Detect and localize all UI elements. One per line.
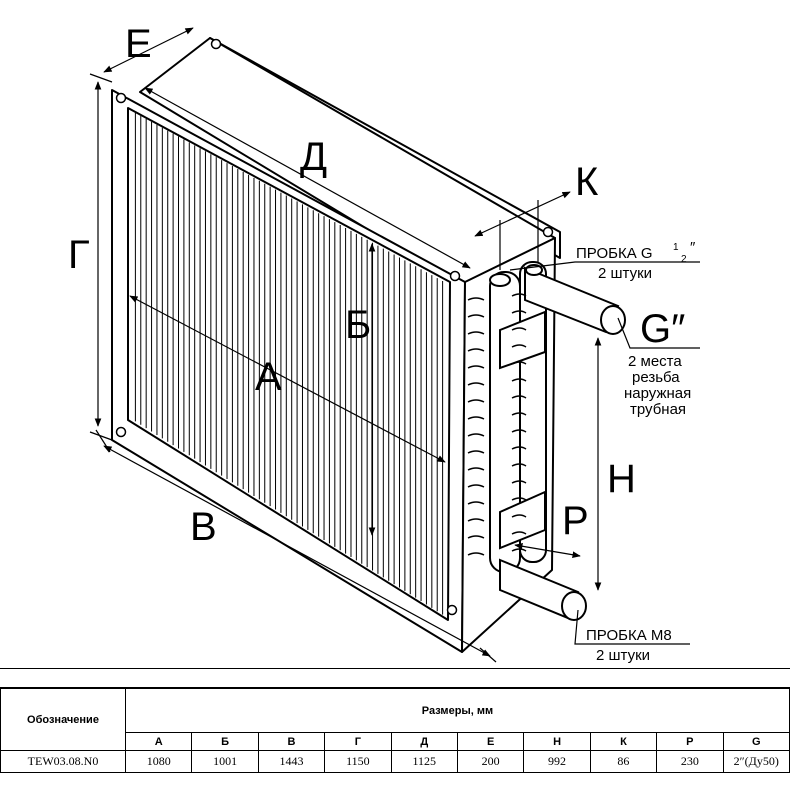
label-h: Н — [607, 457, 636, 501]
sizes-header: Размеры, мм — [125, 688, 790, 733]
label-b-fin: Б — [345, 303, 371, 347]
value-cell: 2″(Ду50) — [722, 750, 790, 773]
leader-thread — [617, 317, 700, 349]
flange-hole-icon — [210, 38, 222, 50]
label-a: А — [255, 355, 282, 399]
leader-plug-top — [509, 261, 700, 271]
column-header: Е — [456, 732, 525, 751]
dim-line-p — [514, 542, 581, 559]
label-k: К — [575, 160, 599, 204]
value-cell: 1080 — [124, 750, 193, 773]
label-g-vertical: Г — [68, 233, 90, 277]
note-plug-top-2: 2 штуки — [598, 265, 652, 282]
column-header: Д — [390, 732, 458, 751]
value-cell: 1125 — [390, 750, 458, 773]
column-header: Н — [523, 732, 591, 751]
column-header: К — [589, 732, 658, 751]
outlet-thread-icon — [561, 591, 587, 621]
note-thread-4: трубная — [630, 401, 686, 418]
designation-cell: TEW03.08.N0 — [0, 750, 126, 773]
designation-header: Обозначение — [0, 688, 126, 751]
bracket — [499, 310, 546, 370]
note-plug-bottom-2: 2 штуки — [596, 647, 650, 664]
flange-hole-icon — [542, 226, 554, 238]
dim-line-d — [144, 87, 471, 269]
dim-line-a — [129, 295, 446, 463]
flange-hole-icon — [446, 604, 458, 616]
value-cell: 1150 — [324, 750, 392, 773]
label-d: Д — [300, 135, 327, 179]
note-plug-top-1: ПРОБКА G — [576, 245, 653, 262]
label-e: Е — [125, 22, 152, 66]
inlet-thread-icon — [600, 305, 626, 335]
flange-hole-icon — [449, 270, 461, 282]
label-g-thread: G″ — [640, 307, 685, 351]
column-header: G — [722, 732, 790, 751]
note-plug-top-mark: ″ — [690, 239, 696, 256]
plug-top-icon — [489, 273, 511, 287]
flange-hole-icon — [115, 426, 127, 438]
dim-line-v — [103, 445, 491, 657]
dim-line-k — [474, 191, 571, 237]
value-cell: 86 — [589, 750, 658, 773]
note-thread-1: 2 места — [628, 353, 682, 370]
table-top-strip — [0, 668, 790, 688]
column-header: Б — [191, 732, 259, 751]
label-v: В — [190, 505, 217, 549]
bracket — [499, 490, 546, 550]
dim-line-e — [103, 27, 194, 73]
note-thread-3: наружная — [624, 385, 691, 402]
column-header: Р — [656, 732, 724, 751]
note-plug-top-frac-num: 1 — [673, 242, 679, 253]
note-plug-top-frac-den: 2 — [681, 254, 687, 265]
column-header: Г — [324, 732, 392, 751]
column-header: В — [257, 732, 326, 751]
value-cell: 1443 — [257, 750, 326, 773]
value-cell: 992 — [523, 750, 591, 773]
column-header: А — [124, 732, 193, 751]
note-plug-bottom-1: ПРОБКА М8 — [586, 627, 672, 644]
leader-plug-bottom — [574, 609, 690, 645]
value-cell: 230 — [656, 750, 724, 773]
heat-exchanger-drawing: Е Д Г К Б А В Н Р G″ ПРОБКА G 1 2 ″ 2 шт… — [68, 22, 700, 664]
value-cell: 1001 — [191, 750, 259, 773]
note-thread-2: резьба — [632, 369, 680, 386]
label-p: Р — [562, 499, 589, 543]
flange-hole-icon — [115, 92, 127, 104]
value-cell: 200 — [456, 750, 525, 773]
